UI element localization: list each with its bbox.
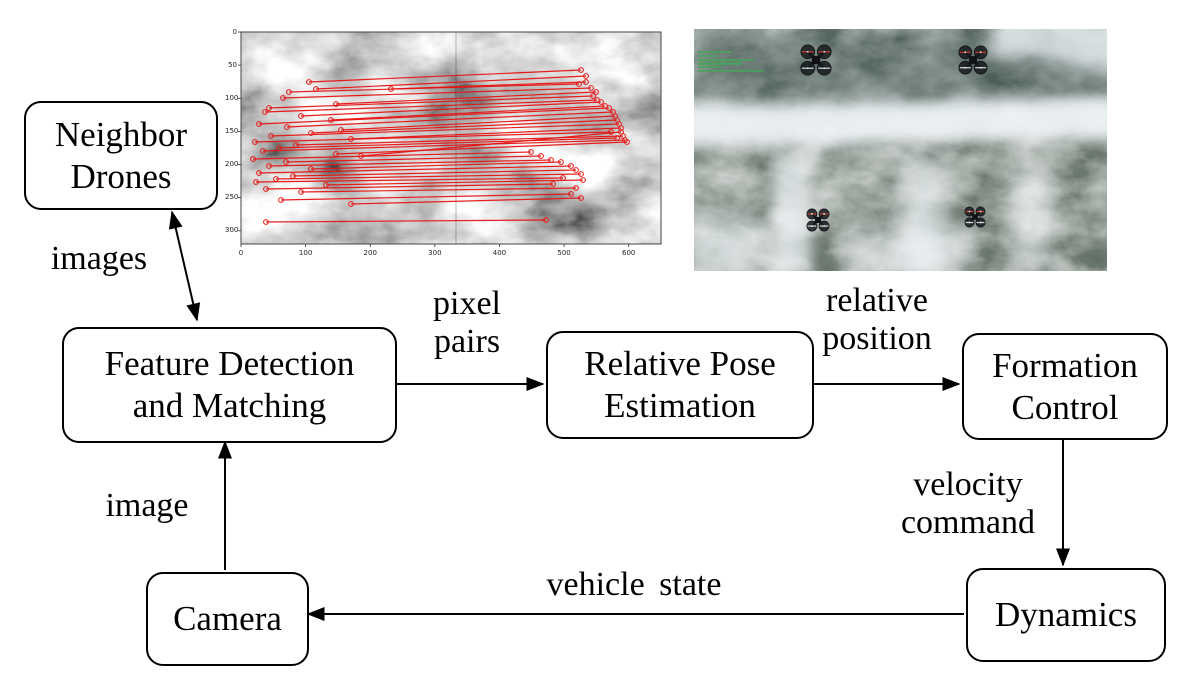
y-tick-label: 250 (225, 193, 239, 202)
box-feature-detection: Feature Detection and Matching (62, 327, 397, 443)
sim-debug-hud-text (698, 51, 788, 81)
feature-match-lines (250, 67, 630, 225)
quadcopter-drones (800, 44, 988, 232)
axis-tick-marks (238, 31, 630, 247)
y-tick-label: 150 (225, 126, 239, 135)
x-tick-label: 0 (238, 249, 244, 257)
x-tick-label: 600 (622, 249, 636, 257)
y-tick-label: 50 (228, 60, 237, 69)
simulator-image (681, 5, 1137, 279)
label-image: image (105, 487, 189, 524)
snow-streak-3 (1014, 169, 1050, 274)
box-dynamics: Dynamics (966, 568, 1166, 662)
label-images: images (50, 240, 148, 277)
hud-text-line (698, 58, 754, 61)
y-tick-label: 300 (225, 226, 239, 235)
quadcopter-icon (964, 206, 986, 228)
edge-neighbor-feature (168, 210, 201, 322)
plot-frame (240, 31, 662, 245)
y-tick-label: 200 (225, 160, 239, 168)
x-tick-label: 500 (557, 249, 571, 257)
box-formation-control: Formation Control (962, 333, 1168, 440)
box-neighbor-drones: Neighbor Drones (24, 101, 218, 210)
snow-patch-bottomleft (684, 217, 759, 277)
hud-text-line (698, 51, 732, 54)
terrain-grayscale-image (241, 32, 661, 244)
hud-text-line (698, 62, 742, 65)
snow-streak-1 (772, 154, 812, 274)
x-tick-label: 100 (298, 249, 313, 257)
box-camera: Camera (146, 572, 309, 666)
simulator-screenshot-figure (681, 5, 1137, 279)
x-tick-label: 200 (363, 249, 377, 257)
hud-text-line (698, 54, 718, 57)
feature-match-figure: 0 50 100 150 200 250 300 0 100 200 300 400 500 600 (225, 27, 670, 275)
x-tick-label: 300 (428, 249, 442, 257)
quadcopter-icon (958, 45, 988, 75)
x-tick-label: 400 (492, 249, 507, 257)
quadcopter-icon (800, 44, 832, 76)
snow-river-band (681, 97, 1120, 147)
hud-text-line (698, 66, 722, 69)
y-tick-label: 100 (225, 93, 239, 102)
box-relative-pose: Relative Pose Estimation (546, 331, 814, 439)
quadcopter-icon (806, 208, 830, 232)
label-relative-position: relative position (822, 282, 932, 358)
label-pixel-pairs: pixel pairs (433, 285, 501, 361)
y-tick-label: 0 (232, 27, 237, 36)
feature-match-plot (238, 31, 662, 247)
label-velocity-command: velocity command (900, 466, 1036, 542)
label-vehicle-state: vehicle state (546, 566, 722, 603)
hud-text-line (698, 70, 764, 73)
